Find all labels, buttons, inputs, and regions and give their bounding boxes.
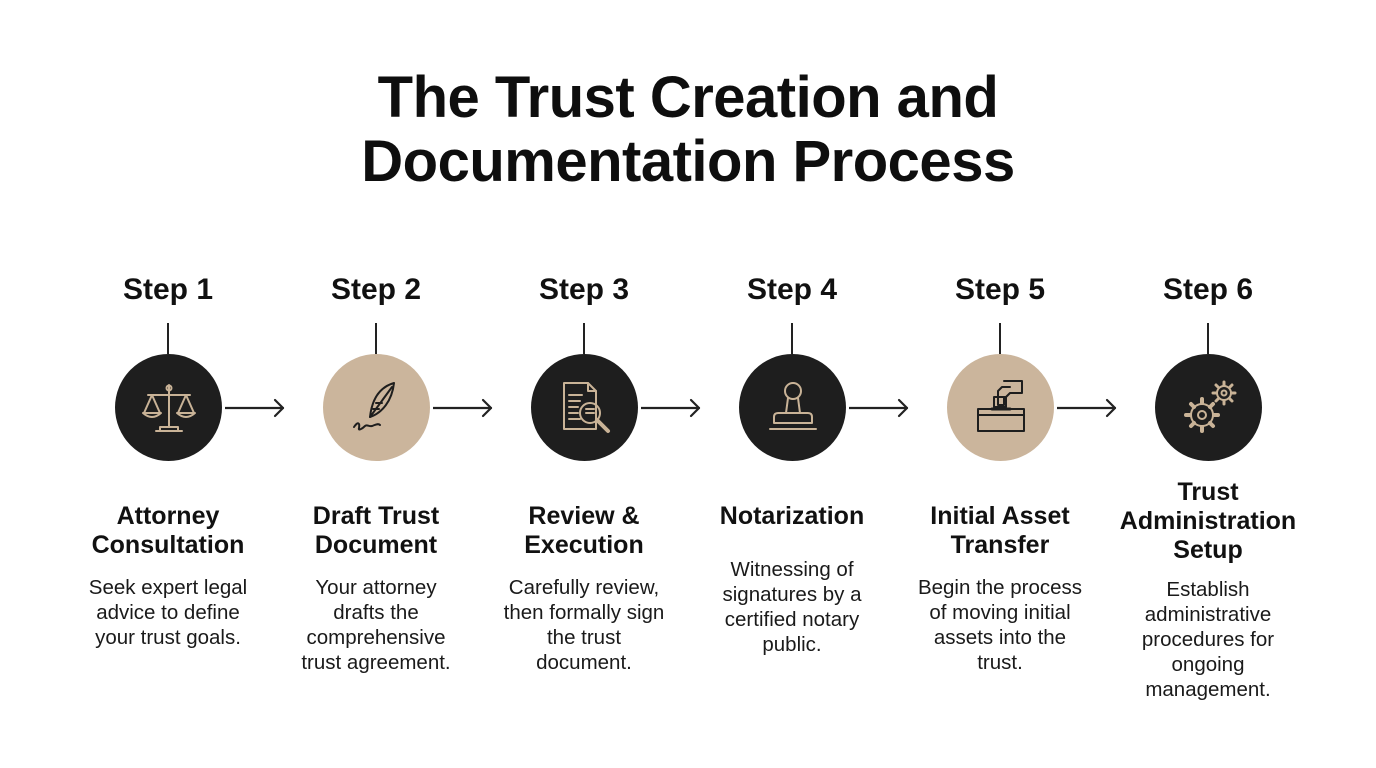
step-heading: Attorney Consultation (58, 502, 278, 560)
description-line: ongoing (1171, 653, 1245, 676)
step-5: Step 5 Initial Asset Transfer Begin the … (900, 268, 1117, 728)
step-1: Step 1 Attorney Consultation Seek expert… (68, 268, 285, 728)
gears-icon (1183, 380, 1236, 433)
connector-stem (167, 323, 169, 354)
step-heading: Notarization (682, 502, 902, 531)
description-line: then formally sign (503, 601, 665, 624)
description-line: of moving initial (929, 601, 1071, 624)
step-label: Step 4 (746, 273, 838, 306)
description-line: Your attorney (315, 576, 437, 599)
step-description: Establish administrative procedures for … (1093, 577, 1323, 702)
scales-of-justice-icon (141, 383, 196, 432)
step-circle (323, 354, 430, 461)
step-label: Step 3 (538, 273, 630, 306)
heading-line: Document (314, 531, 438, 559)
step-heading: Draft Trust Document (266, 502, 486, 560)
hand-depositing-box-icon (976, 379, 1025, 432)
heading-line: Administration (1119, 507, 1297, 535)
description-line: Seek expert legal (88, 576, 248, 599)
step-3: Step 3 Review & Execution Carefully revi… (484, 268, 701, 728)
step-description: Begin the process of moving initial asse… (885, 575, 1115, 675)
heading-line: Transfer (950, 531, 1050, 559)
description-line: Begin the process (917, 576, 1083, 599)
connector-stem (999, 323, 1001, 354)
description-line: trust agreement. (301, 651, 451, 674)
step-heading: Trust Administration Setup (1098, 478, 1318, 565)
title-line-1: The Trust Creation and (377, 65, 999, 130)
step-circle (531, 354, 638, 461)
step-description: Carefully review, then formally sign the… (469, 575, 699, 675)
description-line: your trust goals. (95, 626, 241, 649)
connector-stem (791, 323, 793, 354)
arrow-right-icon (1057, 398, 1117, 418)
step-description: Seek expert legal advice to define your … (53, 575, 283, 650)
arrow-right-icon (225, 398, 285, 418)
document-magnifier-icon (562, 381, 610, 433)
description-line: public. (762, 633, 822, 656)
step-label: Step 2 (330, 273, 422, 306)
step-label: Step 5 (954, 273, 1046, 306)
step-description: Your attorney drafts the comprehensive t… (261, 575, 491, 675)
heading-line: Initial Asset (930, 502, 1070, 530)
description-line: the trust (546, 626, 622, 649)
description-line: document. (536, 651, 632, 674)
heading-line: Execution (524, 531, 644, 559)
step-circle (739, 354, 846, 461)
description-line: administrative (1144, 603, 1272, 626)
quill-pen-icon (352, 381, 395, 430)
description-line: trust. (977, 651, 1023, 674)
title-line-2: Documentation Process (361, 129, 1015, 194)
connector-stem (583, 323, 585, 354)
page-title: The Trust Creation and Documentation Pro… (0, 66, 1376, 194)
connector-stem (1207, 323, 1209, 354)
description-line: Establish (1166, 578, 1250, 601)
step-circle (115, 354, 222, 461)
description-line: procedures for (1141, 628, 1275, 651)
arrow-right-icon (433, 398, 493, 418)
description-line: advice to define (96, 601, 240, 624)
step-label: Step 1 (122, 273, 214, 306)
step-heading: Review & Execution (474, 502, 694, 560)
step-circle (1155, 354, 1262, 461)
arrow-right-icon (849, 398, 909, 418)
description-line: assets into the (933, 626, 1067, 649)
heading-line: Attorney (116, 502, 220, 530)
step-label: Step 6 (1162, 273, 1254, 306)
description-line: management. (1145, 678, 1271, 701)
description-line: Carefully review, (508, 576, 660, 599)
heading-line: Consultation (91, 531, 245, 559)
step-description: Witnessing of signatures by a certified … (677, 557, 907, 657)
heading-line: Trust (1177, 478, 1239, 506)
description-line: signatures by a (722, 583, 862, 606)
step-4: Step 4 Notarization Witnessing of signat… (692, 268, 909, 728)
step-2: Step 2 Draft Trust Document Your attorne… (276, 268, 493, 728)
description-line: comprehensive (306, 626, 446, 649)
description-line: Witnessing of (730, 558, 854, 581)
heading-line: Setup (1173, 536, 1243, 564)
step-6: Step 6 (1108, 268, 1308, 728)
connector-stem (375, 323, 377, 354)
step-heading: Initial Asset Transfer (890, 502, 1110, 560)
arrow-right-icon (641, 398, 701, 418)
heading-line: Review & (528, 502, 640, 530)
description-line: certified notary (724, 608, 860, 631)
heading-line: Draft Trust (312, 502, 440, 530)
notary-stamp-icon (768, 381, 817, 430)
description-line: drafts the (333, 601, 419, 624)
step-circle (947, 354, 1054, 461)
heading-line: Notarization (719, 502, 865, 530)
